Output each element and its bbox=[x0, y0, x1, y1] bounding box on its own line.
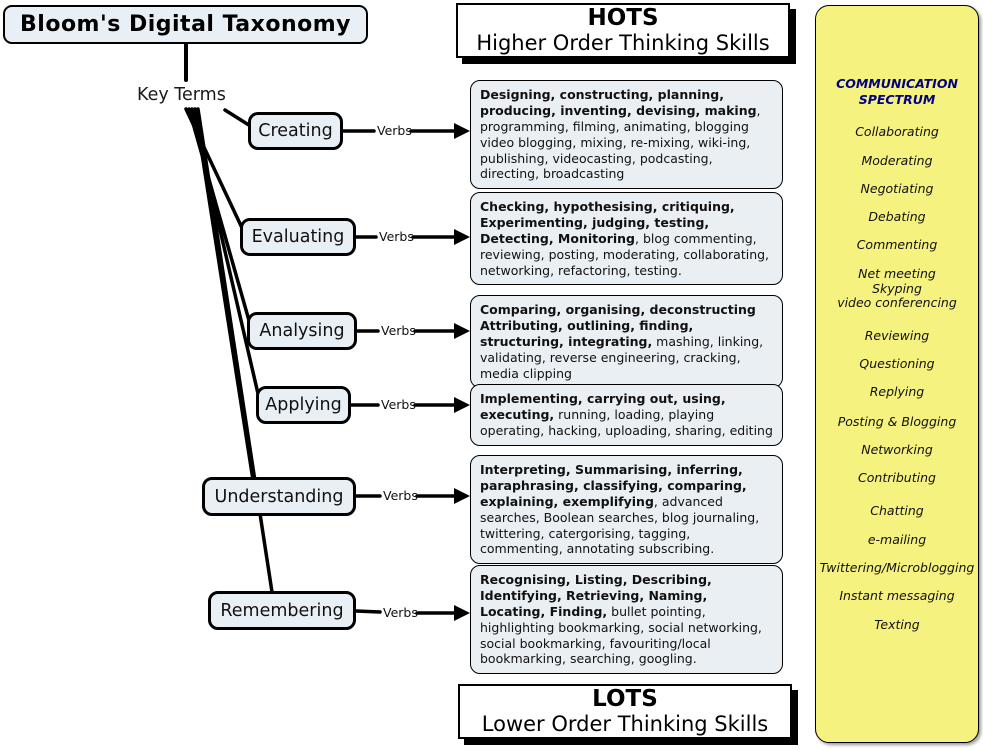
spectrum-item-contributing: Contributing bbox=[858, 470, 936, 485]
verbs-box-understanding: Interpreting, Summarising, inferring, pa… bbox=[470, 455, 783, 565]
level-node-analysing: Analysing bbox=[247, 312, 357, 350]
spectrum-item-networking: Networking bbox=[861, 442, 933, 457]
diagram-title-text: Bloom's Digital Taxonomy bbox=[20, 12, 351, 37]
verbs-rest: , blog commenting, reviewing, posting, m… bbox=[480, 230, 770, 278]
hots-abbr: HOTS bbox=[587, 4, 659, 31]
hots-box: HOTS Higher Order Thinking Skills bbox=[456, 3, 790, 58]
level-node-applying: Applying bbox=[256, 386, 351, 424]
verbs-box-applying: Implementing, carrying out, using, execu… bbox=[470, 384, 783, 446]
level-node-creating: Creating bbox=[248, 112, 343, 150]
verbs-label-evaluating: Verbs bbox=[379, 229, 414, 244]
level-node-evaluating: Evaluating bbox=[240, 218, 356, 256]
verbs-rest: , advanced searches, Boolean searches, b… bbox=[480, 493, 760, 557]
level-node-label: Understanding bbox=[214, 486, 344, 507]
spectrum-item-texting: Texting bbox=[874, 617, 920, 632]
panel-title-line2: SPECTRUM bbox=[858, 92, 936, 107]
spectrum-item-posting-blogging: Posting & Blogging bbox=[837, 414, 957, 429]
spectrum-item-reviewing: Reviewing bbox=[864, 328, 930, 343]
verbs-rest: mashing, linking, validating, reverse en… bbox=[480, 333, 764, 381]
verbs-box-remembering: Recognising, Listing, Describing, Identi… bbox=[470, 565, 783, 675]
verbs-bold: Designing, constructing, planning, produ… bbox=[480, 87, 757, 118]
spectrum-item-conferencing-group: Net meeting Skyping video conferencing bbox=[816, 266, 978, 311]
verbs-rest: bullet pointing, highlighting bookmarkin… bbox=[480, 603, 762, 667]
verbs-box-creating: Designing, constructing, planning, produ… bbox=[470, 80, 783, 190]
key-terms-label: Key Terms bbox=[137, 85, 226, 105]
diagram-title: Bloom's Digital Taxonomy bbox=[3, 5, 368, 44]
level-node-label: Applying bbox=[265, 395, 342, 415]
spectrum-item-skyping: Skyping bbox=[872, 280, 922, 296]
verbs-bold: Recognising, Listing, Describing, Identi… bbox=[480, 572, 712, 619]
verbs-label-understanding: Verbs bbox=[383, 488, 418, 503]
lots-box: LOTS Lower Order Thinking Skills bbox=[458, 684, 792, 739]
verbs-rest: , programming, filming, animating, blogg… bbox=[480, 102, 761, 182]
verbs-bold: Interpreting, Summarising, inferring, pa… bbox=[480, 462, 747, 509]
communication-spectrum-title: COMMUNICATION SPECTRUM bbox=[816, 76, 978, 108]
arrowheads bbox=[454, 123, 470, 621]
spectrum-item-video-conferencing: video conferencing bbox=[837, 295, 957, 310]
hots-full: Higher Order Thinking Skills bbox=[476, 30, 770, 55]
verbs-label-applying: Verbs bbox=[381, 397, 416, 412]
spectrum-item-emailing: e-mailing bbox=[867, 532, 927, 547]
spectrum-item-instant-messaging: Instant messaging bbox=[839, 588, 955, 603]
level-node-label: Evaluating bbox=[251, 227, 345, 247]
spectrum-item-twittering: Twittering/Microblogging bbox=[819, 560, 975, 575]
spectrum-item-chatting: Chatting bbox=[870, 503, 924, 518]
verbs-bold: Checking, hypothesising, critiquing, Exp… bbox=[480, 199, 735, 246]
verbs-label-analysing: Verbs bbox=[381, 323, 416, 338]
lots-abbr: LOTS bbox=[592, 685, 658, 712]
verbs-box-analysing: Comparing, organising, deconstructing At… bbox=[470, 295, 783, 389]
level-node-label: Analysing bbox=[259, 321, 345, 341]
communication-spectrum-panel: COMMUNICATION SPECTRUM Collaborating Mod… bbox=[815, 5, 979, 743]
verbs-rest: running, loading, playing operating, hac… bbox=[480, 406, 773, 438]
level-node-label: Creating bbox=[258, 121, 333, 141]
spectrum-item-collaborating: Collaborating bbox=[855, 124, 939, 139]
verbs-bold: Implementing, carrying out, using, execu… bbox=[480, 391, 726, 422]
lots-full: Lower Order Thinking Skills bbox=[481, 711, 769, 736]
spectrum-item-net-meeting: Net meeting bbox=[858, 266, 936, 281]
level-node-understanding: Understanding bbox=[202, 477, 356, 516]
verbs-box-evaluating: Checking, hypothesising, critiquing, Exp… bbox=[470, 192, 783, 286]
level-node-label: Remembering bbox=[220, 600, 344, 621]
spectrum-item-negotiating: Negotiating bbox=[860, 181, 934, 196]
verbs-bold: Comparing, organising, deconstructing At… bbox=[480, 302, 756, 349]
verbs-label-creating: Verbs bbox=[377, 123, 412, 138]
level-node-remembering: Remembering bbox=[208, 591, 356, 630]
panel-title-line1: COMMUNICATION bbox=[836, 76, 958, 91]
spectrum-item-commenting: Commenting bbox=[856, 237, 938, 252]
verbs-label-remembering: Verbs bbox=[383, 605, 418, 620]
spectrum-item-debating: Debating bbox=[868, 209, 926, 224]
spectrum-item-moderating: Moderating bbox=[861, 153, 933, 168]
spectrum-item-questioning: Questioning bbox=[859, 356, 935, 371]
spectrum-item-replying: Replying bbox=[869, 384, 925, 399]
